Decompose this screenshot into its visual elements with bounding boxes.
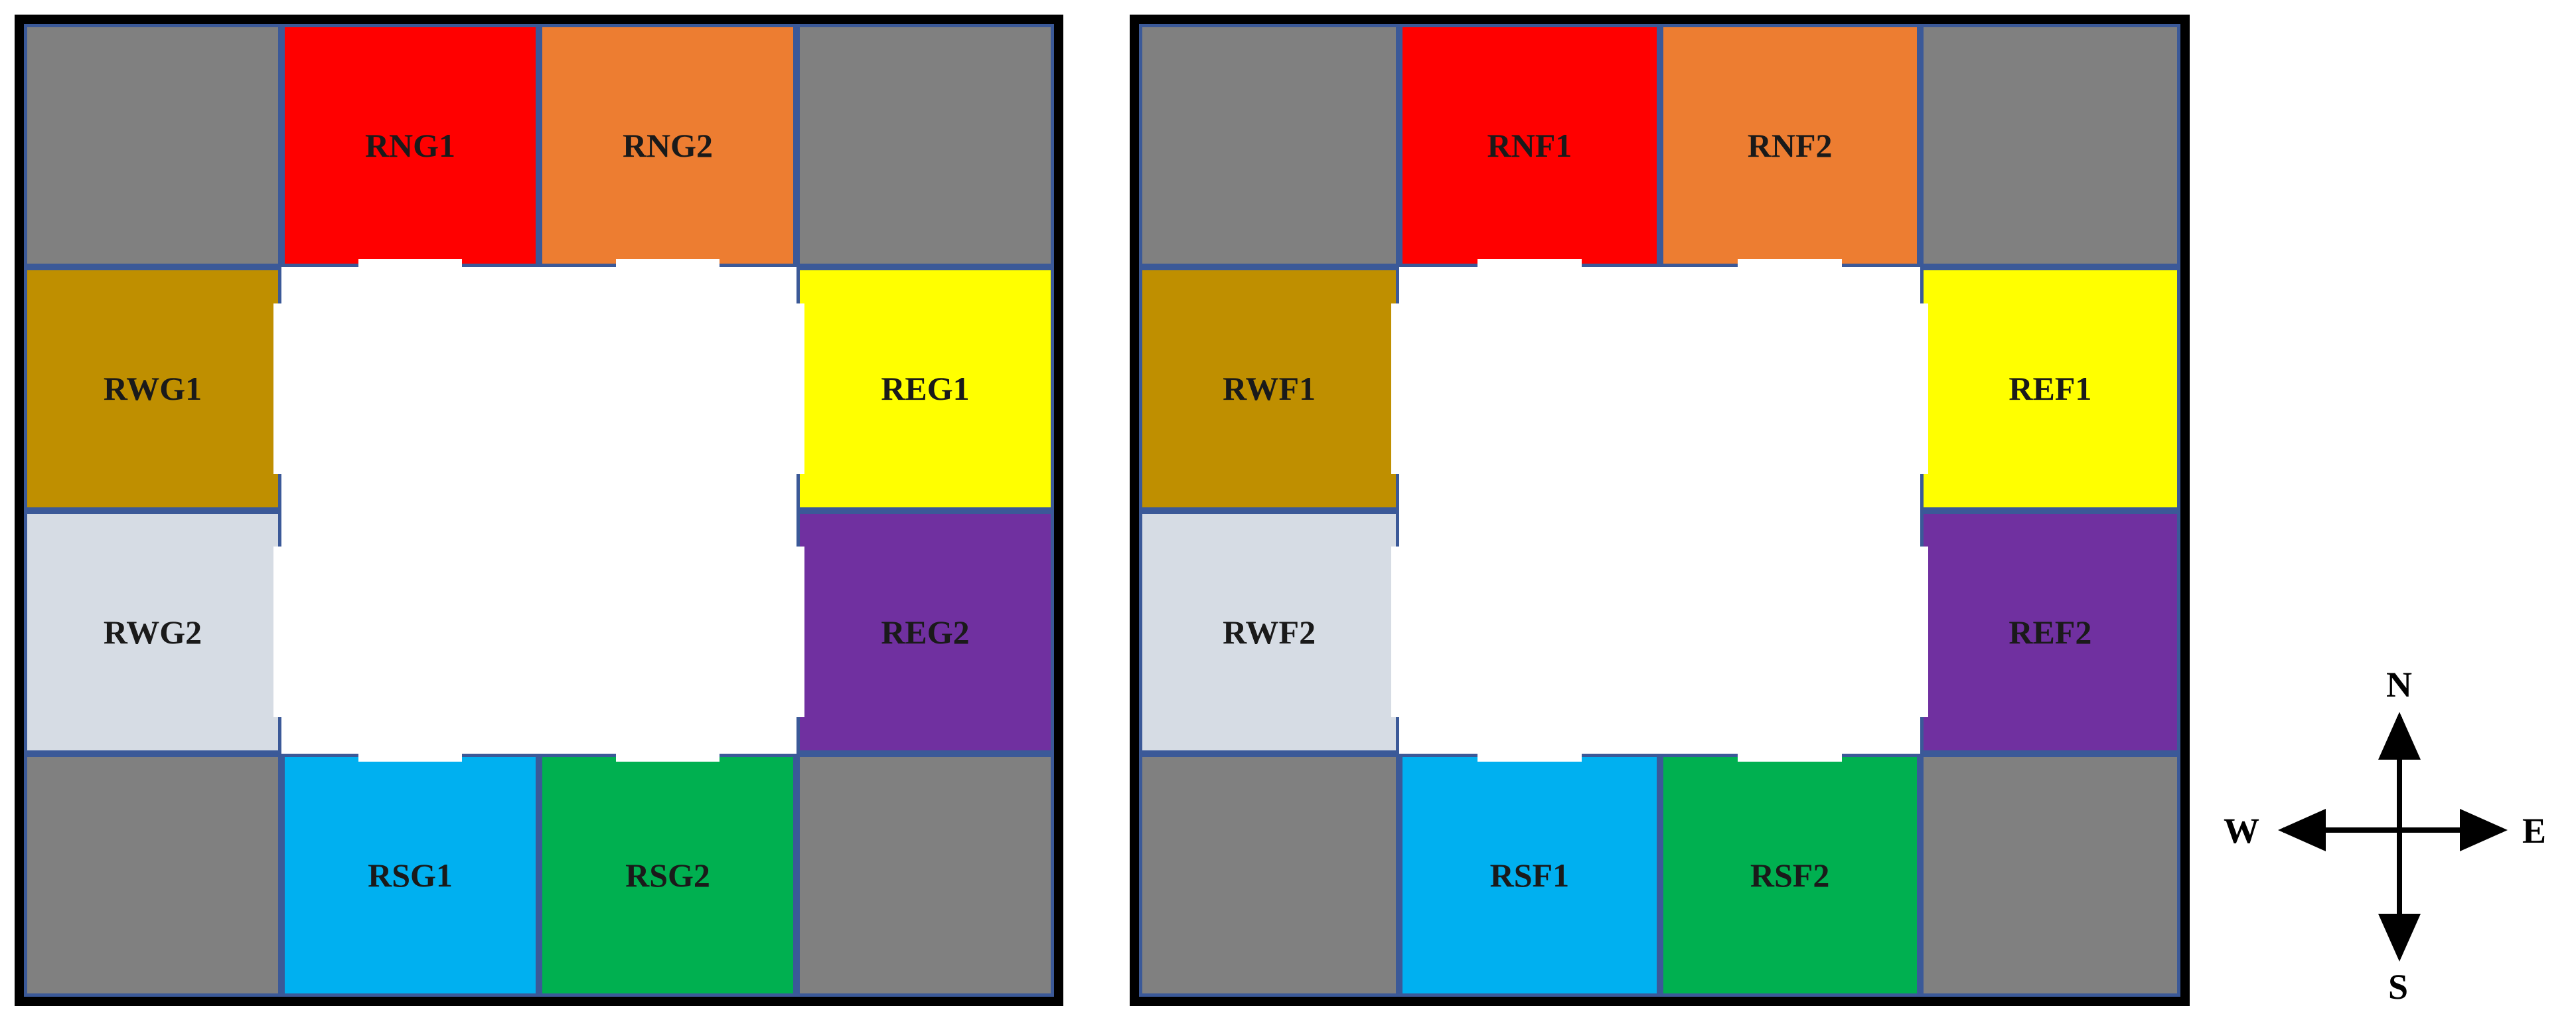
tile-label: RNG1 bbox=[364, 127, 456, 165]
tile-rsf2: RSF2 bbox=[1659, 753, 1920, 997]
tile-label: RNG2 bbox=[622, 127, 714, 165]
tile-label: REG2 bbox=[881, 613, 970, 651]
lane-opening bbox=[789, 547, 804, 717]
lane-opening bbox=[1391, 303, 1408, 474]
tile-label: REG1 bbox=[881, 370, 970, 408]
intersection-center bbox=[1402, 270, 1918, 751]
tile-corner-nw bbox=[1139, 24, 1400, 268]
tile-rng2: RNG2 bbox=[539, 24, 796, 268]
tile-corner-se bbox=[1920, 753, 2180, 997]
tile-corner-ne bbox=[1920, 24, 2180, 268]
tile-label: RWG2 bbox=[103, 613, 202, 651]
tile-rsg1: RSG1 bbox=[281, 753, 539, 997]
lane-opening bbox=[358, 259, 462, 276]
tile-rwf1: RWF1 bbox=[1139, 267, 1400, 511]
tile-ref2: REF2 bbox=[1920, 510, 2180, 754]
lane-opening bbox=[1738, 259, 1843, 276]
lane-opening bbox=[616, 745, 720, 762]
tile-label: RNF2 bbox=[1747, 127, 1833, 165]
tile-ref1: REF1 bbox=[1920, 267, 2180, 511]
tile-label: RWF2 bbox=[1223, 613, 1316, 651]
tile-corner-se bbox=[796, 753, 1054, 997]
tile-corner-sw bbox=[1139, 753, 1400, 997]
tile-rwf2: RWF2 bbox=[1139, 510, 1400, 754]
lane-opening bbox=[1738, 745, 1843, 762]
lane-opening bbox=[1477, 745, 1582, 762]
lane-opening bbox=[358, 745, 462, 762]
tile-corner-ne bbox=[796, 24, 1054, 268]
compass-south-label: S bbox=[2388, 967, 2409, 1007]
compass-west-label: W bbox=[2224, 811, 2259, 851]
tile-label: RSG2 bbox=[625, 856, 710, 894]
lane-opening bbox=[1912, 547, 1928, 717]
tile-corner-sw bbox=[24, 753, 281, 997]
tile-label: RNF1 bbox=[1487, 127, 1572, 165]
tile-rsg2: RSG2 bbox=[539, 753, 796, 997]
tile-rng1: RNG1 bbox=[281, 24, 539, 268]
lane-opening bbox=[1477, 259, 1582, 276]
intersection-center bbox=[284, 270, 794, 751]
lane-opening bbox=[273, 303, 289, 474]
lane-opening bbox=[616, 259, 720, 276]
tile-label: RWG1 bbox=[103, 370, 202, 408]
tile-label: REF1 bbox=[2008, 370, 2092, 408]
tile-label: RSF1 bbox=[1489, 856, 1570, 894]
tile-rsf1: RSF1 bbox=[1399, 753, 1660, 997]
compass-north-label: N bbox=[2386, 665, 2412, 705]
lane-opening bbox=[1912, 303, 1928, 474]
compass-east-label: E bbox=[2522, 811, 2547, 851]
tile-rwg1: RWG1 bbox=[24, 267, 281, 511]
compass-rose: N S E W bbox=[2210, 664, 2569, 1009]
lane-opening bbox=[789, 303, 804, 474]
tile-label: RWF1 bbox=[1223, 370, 1316, 408]
tile-rnf2: RNF2 bbox=[1659, 24, 1920, 268]
tile-rnf1: RNF1 bbox=[1399, 24, 1660, 268]
lane-opening bbox=[273, 547, 289, 717]
tile-reg1: REG1 bbox=[796, 267, 1054, 511]
tile-reg2: REG2 bbox=[796, 510, 1054, 754]
tile-rwg2: RWG2 bbox=[24, 510, 281, 754]
tile-corner-nw bbox=[24, 24, 281, 268]
tile-label: RSF2 bbox=[1750, 856, 1830, 894]
tile-label: RSG1 bbox=[368, 856, 453, 894]
compass-arrows-icon bbox=[2278, 712, 2508, 962]
lane-opening bbox=[1391, 547, 1408, 717]
tile-label: REF2 bbox=[2008, 613, 2092, 651]
